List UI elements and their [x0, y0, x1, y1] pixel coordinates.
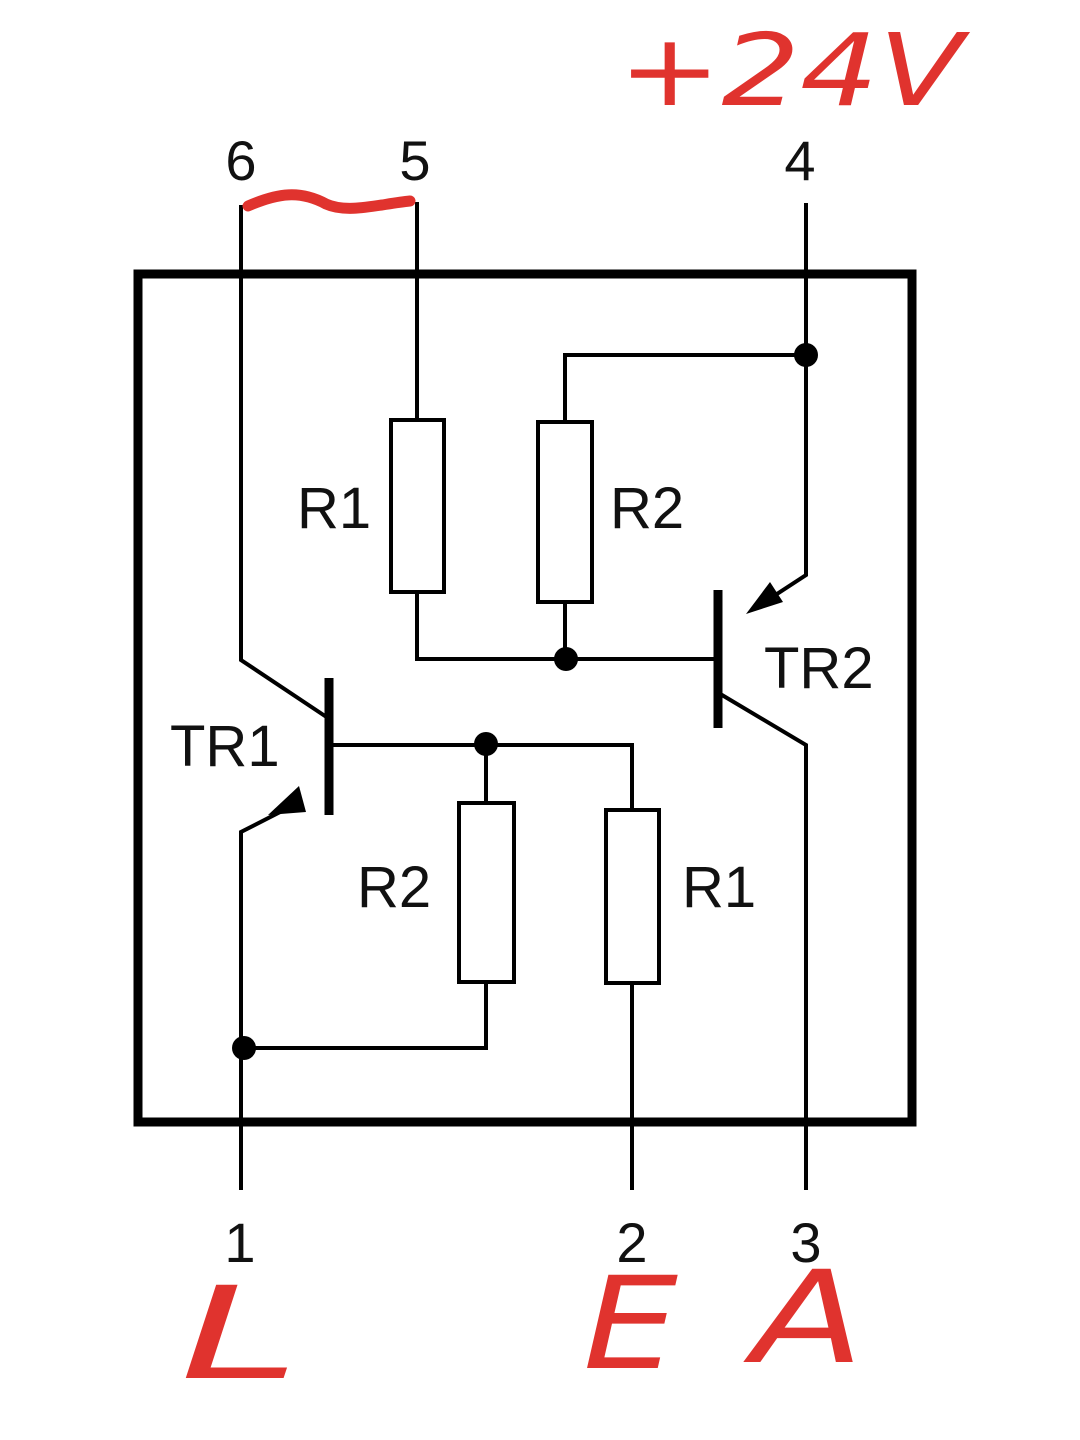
junction-dot	[474, 732, 498, 756]
resistor-r2-top	[536, 420, 594, 604]
pin6-wire	[239, 205, 331, 721]
resistor-r1-top	[389, 418, 446, 594]
pin3-annotation: A	[743, 1244, 864, 1393]
supply-voltage-annotation: +24V	[618, 12, 971, 129]
r2-top-feed-wire	[563, 353, 808, 424]
pin-label-6: 6	[225, 129, 256, 192]
resistor-r2-bottom	[457, 801, 516, 984]
resistor-r1-bottom	[604, 808, 661, 985]
jumper-mark-pins-5-6	[242, 189, 416, 214]
pin-label-1: 1	[224, 1211, 255, 1274]
tr2-emitter-arrow	[746, 582, 783, 614]
r2-bottom-return-wire	[242, 980, 488, 1050]
label-r2-top: R2	[610, 476, 684, 541]
tr2-base-wire	[415, 590, 720, 661]
label-r2-bottom: R2	[357, 855, 431, 920]
label-r1-top: R1	[297, 476, 371, 541]
pin2-annotation: E	[583, 1250, 678, 1399]
pin1-annotation: L	[180, 1260, 300, 1409]
pin3-wire	[719, 692, 808, 1190]
label-r1-bottom: R1	[682, 855, 756, 920]
package-outline	[133, 269, 917, 1127]
pin-label-3: 3	[790, 1211, 821, 1274]
junction-dot	[794, 343, 818, 367]
pin-label-5: 5	[399, 129, 430, 192]
tr1-base-wire	[328, 743, 634, 812]
pin1-wire	[239, 805, 291, 1190]
pin-label-4: 4	[784, 129, 815, 192]
tr1-emitter-arrow	[268, 786, 306, 815]
junction-dot	[554, 647, 578, 671]
junction-dot	[232, 1036, 256, 1060]
pin-label-2: 2	[616, 1211, 647, 1274]
label-tr2: TR2	[764, 636, 874, 701]
label-tr1: TR1	[170, 714, 280, 779]
pin4-wire	[754, 203, 808, 610]
